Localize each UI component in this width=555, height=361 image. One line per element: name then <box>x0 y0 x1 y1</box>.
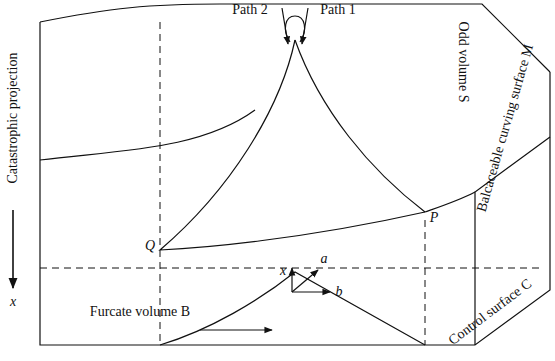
surface-label: Balcaceable curving surface M <box>473 41 536 214</box>
axis-label: x <box>279 263 287 278</box>
axis-label: b <box>335 284 344 299</box>
volume-label: Odd volume S <box>455 21 470 104</box>
path-label: Path 1 <box>319 2 356 17</box>
axis-label: x <box>9 294 17 309</box>
axis-title: Catastrophic projection <box>5 51 20 184</box>
path-label: Path 2 <box>231 2 268 17</box>
region-label: Furcate volume B <box>89 304 191 319</box>
point-label: P <box>429 210 440 225</box>
plane-label: Control surface C <box>445 275 535 348</box>
point-label: Q <box>144 238 156 253</box>
axis-label: a <box>320 251 329 266</box>
